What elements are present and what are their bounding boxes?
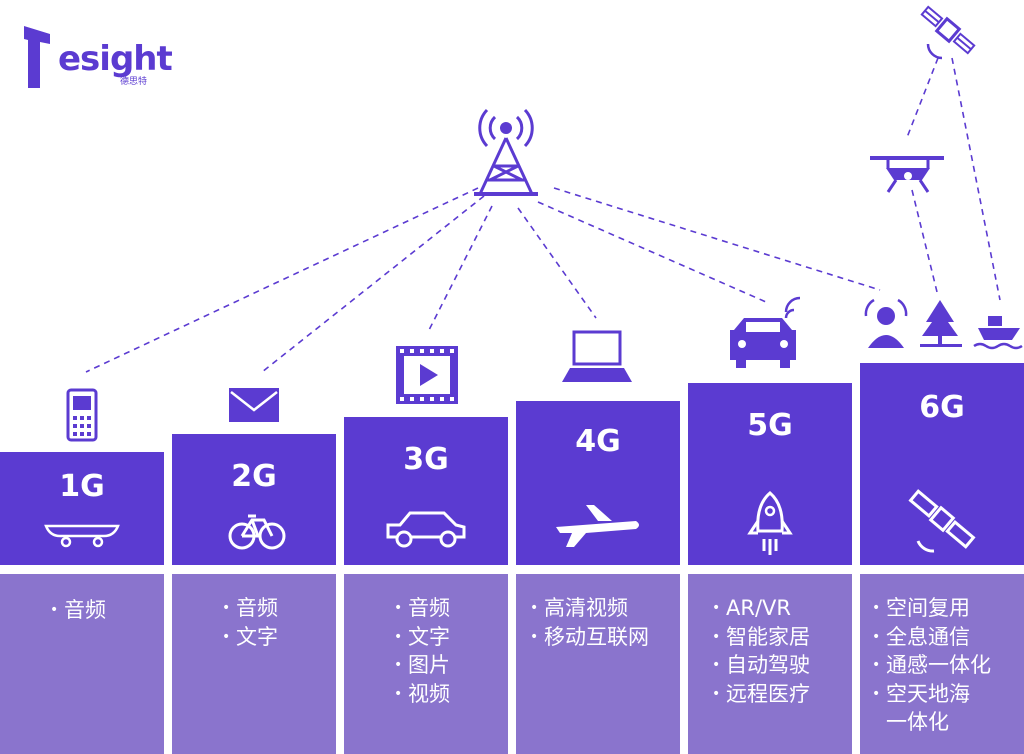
link-drone-tree	[911, 189, 939, 297]
generation-label: 6G	[919, 390, 965, 425]
generation-header: 1G	[0, 452, 164, 565]
feature-item: •空间复用	[872, 596, 970, 620]
generation-header: 4G	[516, 401, 680, 565]
feature-list: •空间复用 •全息通信 •通感一体化 •空天地海 一体化	[860, 594, 1024, 737]
generation-label: 2G	[231, 459, 277, 494]
airplane-icon	[556, 505, 639, 547]
feature-list: •AR/VR •智能家居 •自动驾驶 •远程医疗	[688, 594, 876, 708]
satellite-icon	[920, 5, 976, 60]
link-sat-drone	[905, 57, 939, 141]
feature-list: •音频 •文字	[172, 594, 386, 651]
generation-label: 4G	[575, 424, 621, 459]
feature-item: •自动驾驶	[712, 653, 810, 677]
connected-car-icon	[730, 296, 801, 368]
generation-header: 2G	[172, 434, 336, 565]
generation-header: 6G	[860, 363, 1024, 565]
cell-tower-icon	[474, 108, 538, 196]
link-5g	[537, 201, 767, 303]
feature-panel: •高清视频 •移动互联网	[516, 574, 680, 754]
drone-icon	[870, 156, 944, 193]
rocket-icon	[747, 491, 793, 555]
feature-item: 一体化	[886, 710, 949, 734]
ship-icon	[973, 316, 1023, 350]
satellite-icon	[908, 489, 976, 553]
generation-label: 5G	[747, 408, 793, 443]
logo-mark-icon	[24, 26, 50, 88]
link-4g	[517, 207, 597, 319]
feature-item: •移动互联网	[530, 624, 649, 649]
feature-item: •文字	[394, 624, 450, 649]
feature-item: •通感一体化	[872, 653, 991, 677]
feature-phone-icon	[66, 388, 98, 442]
feature-item: •文字	[222, 624, 278, 649]
logo-wordmark: esight	[58, 39, 173, 79]
generation-header: 5G	[688, 383, 852, 565]
feature-panel: •音频	[0, 574, 164, 754]
envelope-icon	[229, 388, 279, 422]
feature-item: •图片	[394, 653, 450, 677]
video-player-icon	[396, 346, 458, 404]
generation-label: 1G	[59, 469, 105, 504]
feature-panel: •空间复用 •全息通信 •通感一体化 •空天地海 一体化	[860, 574, 1024, 754]
generation-header: 3G	[344, 417, 508, 565]
car-icon	[386, 511, 466, 548]
brand-logo: esight 德思特	[20, 22, 173, 94]
generation-label: 3G	[403, 442, 449, 477]
link-6g	[553, 187, 881, 291]
feature-item: •全息通信	[872, 624, 970, 649]
bicycle-icon	[228, 514, 286, 550]
feature-panel: •音频 •文字 •图片 •视频	[344, 574, 508, 754]
tree-icon	[920, 300, 962, 347]
feature-list: •高清视频 •移动互联网	[516, 594, 694, 651]
feature-item: •空天地海	[872, 681, 970, 706]
feature-panel: •AR/VR •智能家居 •自动驾驶 •远程医疗	[688, 574, 852, 754]
link-sat-ship	[951, 57, 1001, 301]
logo-subtitle: 德思特	[120, 77, 148, 87]
link-2g	[261, 195, 485, 373]
feature-item: •音频	[394, 596, 450, 620]
laptop-icon	[562, 330, 632, 382]
feature-item: •远程医疗	[712, 681, 810, 706]
user-broadcast-icon	[864, 298, 908, 348]
link-3g	[427, 205, 493, 333]
feature-item: •AR/VR	[712, 596, 791, 620]
feature-panel: •音频 •文字	[172, 574, 336, 754]
skateboard-icon	[44, 524, 120, 548]
feature-item: •视频	[394, 681, 450, 706]
feature-item: •高清视频	[530, 596, 628, 620]
feature-item: •音频	[222, 596, 278, 620]
feature-item: •智能家居	[712, 624, 810, 649]
feature-item: •音频	[50, 598, 106, 622]
feature-list: •音频	[0, 596, 214, 625]
feature-list: •音频 •文字 •图片 •视频	[344, 594, 558, 708]
